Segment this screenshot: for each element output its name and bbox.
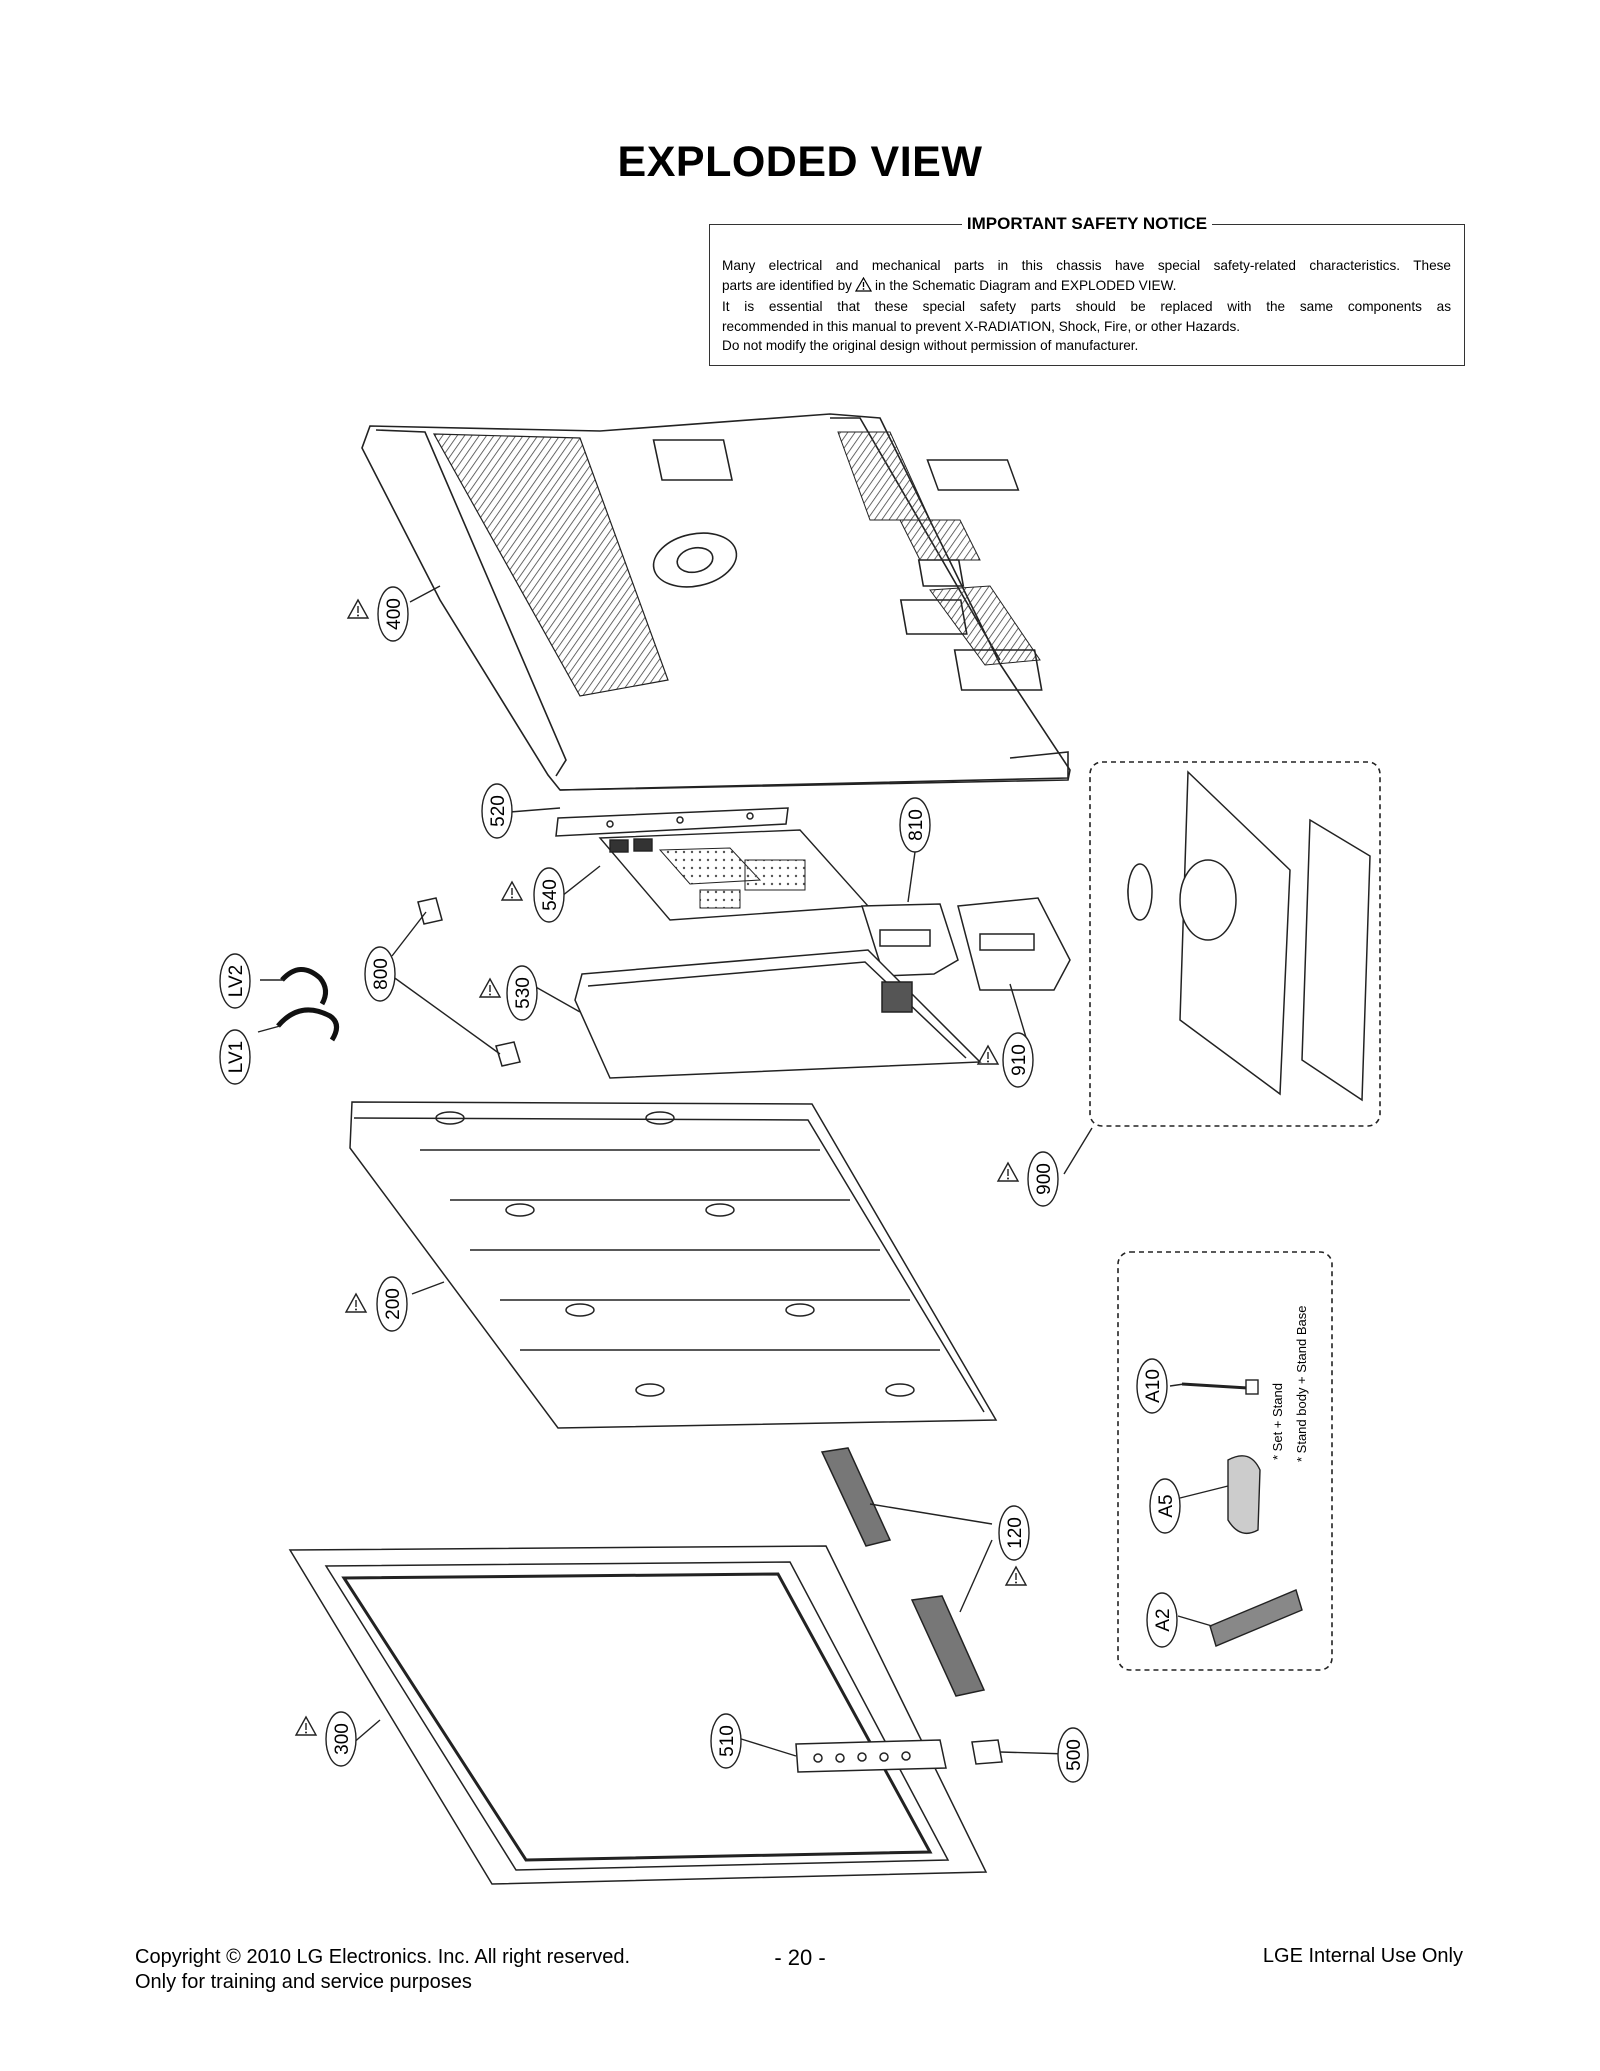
power-board-530: [574, 949, 982, 1079]
bracket-910: [957, 897, 1071, 991]
label-a5: A5: [1156, 1494, 1177, 1517]
warning-triangle-icon: [345, 1293, 367, 1313]
copyright-line: Copyright © 2010 LG Electronics. Inc. Al…: [135, 1945, 630, 1970]
label-120: 120: [1005, 1517, 1026, 1549]
callout-900: [1027, 1151, 1059, 1207]
speaker-120: [820, 1447, 986, 1697]
label-a2: A2: [1153, 1608, 1174, 1631]
training-line: Only for training and service purposes: [135, 1971, 472, 1993]
stand-group-900: [1089, 761, 1381, 1127]
clip-800: [417, 897, 521, 1067]
copyright-year: 2010: [246, 1946, 291, 1968]
callout-540: [533, 867, 565, 923]
callout-200: [376, 1276, 408, 1332]
label-810: 810: [906, 809, 927, 841]
board-500: [971, 1739, 1003, 1765]
callout-a5: [1149, 1478, 1181, 1534]
safety-notice-body: Many electrical and mechanical parts in …: [722, 256, 1451, 356]
notice-line-2-start: parts are identified by: [722, 277, 852, 293]
copyright-rest: LG Electronics. Inc. All right reserved.: [296, 1946, 631, 1968]
note-stand-body-base: * Stand body + Stand Base: [1294, 1306, 1309, 1462]
callout-labels: 400 520 540 810 800 530 910 LV2 LV1 900 …: [226, 598, 1177, 1771]
warning-triangle-icon: [479, 978, 501, 998]
label-540: 540: [540, 879, 561, 911]
notice-line-3: It is essential that these special safet…: [722, 299, 1451, 315]
warning-triangle-icon: [997, 1162, 1019, 1182]
leader-lines: [257, 585, 1229, 1757]
warning-triangle-icon: [854, 276, 873, 298]
callout-800: [364, 946, 396, 1002]
note-set-stand: * Set + Stand: [1270, 1383, 1285, 1460]
label-200: 200: [383, 1288, 404, 1320]
footer-copyright: Copyright © 2010 LG Electronics. Inc. Al…: [135, 1945, 630, 1995]
warning-triangle-icon: [347, 599, 369, 619]
callout-a10: [1136, 1358, 1168, 1414]
warning-triangle-icon: [977, 1045, 999, 1065]
label-510: 510: [717, 1725, 738, 1757]
label-900: 900: [1034, 1163, 1055, 1195]
warning-triangle-icon: [295, 1716, 317, 1736]
notice-line-2: parts are identified by in the Schematic …: [722, 276, 1451, 298]
notice-line-5: Do not modify the original design withou…: [722, 338, 1139, 354]
label-520: 520: [488, 795, 509, 827]
cable-lv2: [280, 967, 328, 1006]
callout-910: [1002, 1032, 1034, 1088]
safety-notice-title: IMPORTANT SAFETY NOTICE: [961, 214, 1213, 233]
callout-810: [899, 797, 931, 853]
copyright-symbol: ©: [226, 1946, 241, 1968]
callout-bubbles: [219, 586, 1181, 1783]
callout-530: [506, 965, 538, 1021]
page-number: - 20 -: [774, 1945, 826, 1970]
accessory-notes: * Set + Stand * Stand body + Stand Base: [1270, 1306, 1309, 1462]
label-lv1: LV1: [226, 1041, 247, 1073]
rear-jack-bracket-520: [555, 807, 789, 837]
label-lv2: LV2: [226, 965, 247, 997]
ir-board-510: [795, 1739, 947, 1773]
label-400: 400: [384, 598, 405, 630]
callout-400: [377, 586, 409, 642]
front-bezel-300: [288, 1545, 988, 1885]
safety-notice-title-wrap: IMPORTANT SAFETY NOTICE: [710, 214, 1464, 234]
notice-line-2-end: in the Schematic Diagram and EXPLODED VI…: [874, 277, 1177, 293]
warning-triangle-icon: [1005, 1566, 1027, 1586]
label-530: 530: [513, 977, 534, 1009]
callout-120: [998, 1505, 1030, 1561]
label-300: 300: [332, 1723, 353, 1755]
label-910: 910: [1009, 1044, 1030, 1076]
cable-lv1: [276, 1007, 339, 1042]
copyright-prefix: Copyright: [135, 1946, 221, 1968]
back-cover-400: [361, 413, 1071, 791]
callout-lv2: [219, 953, 251, 1009]
label-a10: A10: [1143, 1369, 1164, 1403]
notice-line-4: recommended in this manual to prevent X-…: [722, 318, 1241, 334]
chassis-frame-200: [349, 1101, 998, 1429]
callout-a2: [1146, 1592, 1178, 1648]
callout-520: [481, 783, 513, 839]
main-board-540: [598, 829, 870, 921]
page-title: EXPLODED VIEW: [617, 138, 983, 186]
callout-510: [710, 1713, 742, 1769]
internal-use-notice: LGE Internal Use Only: [1262, 1945, 1463, 1967]
label-800: 800: [371, 958, 392, 990]
accessory-box: [1117, 1251, 1333, 1671]
notice-line-1: Many electrical and mechanical parts in …: [722, 258, 1451, 273]
label-500: 500: [1064, 1739, 1085, 1771]
callout-lv1: [219, 1029, 251, 1085]
safety-notice-box: IMPORTANT SAFETY NOTICE Many electrical …: [709, 214, 1465, 366]
callout-500: [1057, 1727, 1089, 1783]
warning-triangle-icon: [501, 881, 523, 901]
callout-300: [325, 1711, 357, 1767]
